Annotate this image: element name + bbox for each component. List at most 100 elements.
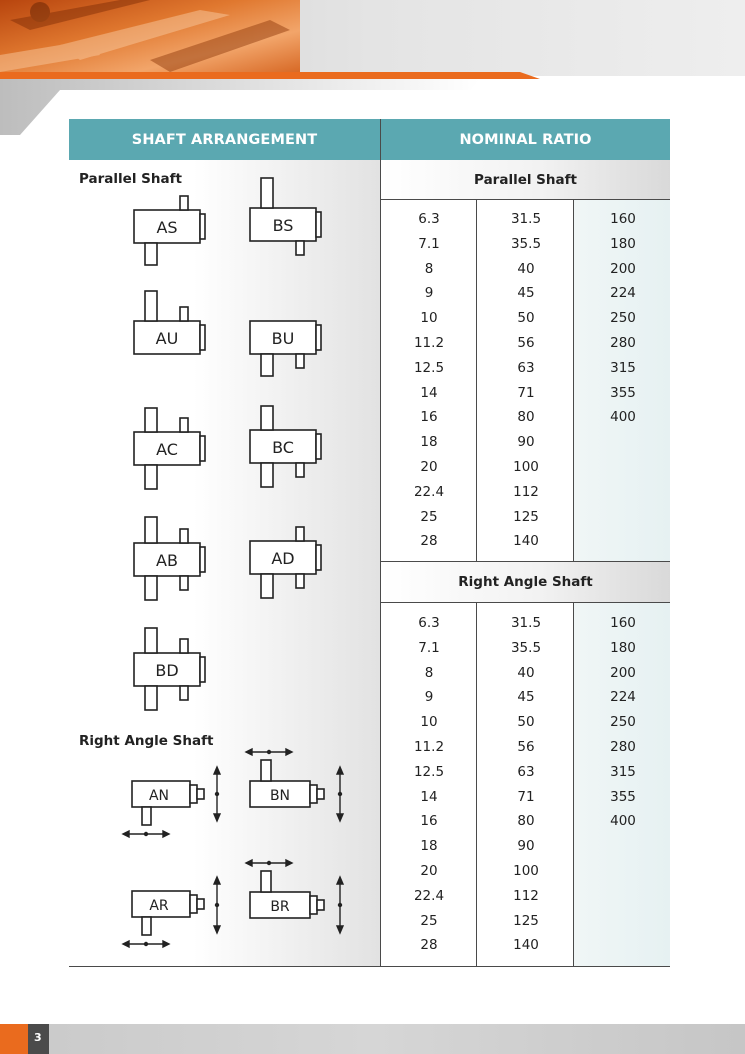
- ratio-cell: 8: [424, 664, 434, 681]
- diagram-br-label: BR: [270, 899, 290, 915]
- ratio-cell: 125: [513, 912, 539, 929]
- ratio-cell: 20: [420, 862, 438, 879]
- ratio-cell: 45: [517, 285, 535, 302]
- ratio-cell: 25: [420, 912, 438, 929]
- diagram-bc: BC: [249, 405, 322, 488]
- ratio-cell: 22.4: [413, 483, 445, 500]
- diagram-bc-label: BC: [272, 438, 294, 457]
- ratio-cell: 10: [420, 714, 438, 731]
- ratio-cell: 40: [517, 664, 535, 681]
- ratio-cell: 14: [420, 384, 438, 401]
- ratio-cell: 7.1: [418, 639, 440, 656]
- ratio-cell: 100: [513, 862, 539, 879]
- ratio-cell: 20: [420, 458, 438, 475]
- ratio-cell: 40: [517, 260, 535, 277]
- ratio-cell: 90: [517, 838, 535, 855]
- ratio-cell: 71: [517, 788, 535, 805]
- grid-line: [381, 199, 670, 200]
- ratio-cell: 63: [517, 359, 535, 376]
- diagram-bd: BD: [133, 627, 206, 711]
- ratio-cell: 28: [420, 533, 438, 550]
- ratio-cell: 9: [424, 285, 434, 302]
- diagram-as: AS: [133, 195, 206, 266]
- ratio-cell: 200: [610, 260, 636, 277]
- right-angle-shaft-label: Right Angle Shaft: [79, 733, 214, 749]
- diagram-bs: BS: [249, 177, 322, 256]
- right-angle-ratio-col-3: 160 180 200 224 250 280 315 355 400: [575, 611, 671, 834]
- diagram-ab-label: AB: [156, 551, 178, 570]
- ratio-cell: 50: [517, 310, 535, 327]
- diagram-an-label: AN: [149, 788, 169, 804]
- ratio-cell: 18: [420, 434, 438, 451]
- grid-line: [381, 561, 670, 562]
- diagram-bs-label: BS: [273, 216, 294, 235]
- right-angle-shaft-subheader: Right Angle Shaft: [381, 562, 670, 602]
- ratio-cell: 45: [517, 689, 535, 706]
- ratio-cell: 31.5: [510, 615, 542, 631]
- column-divider: [380, 119, 381, 967]
- shaft-diagrams: AS BS AU: [121, 177, 345, 949]
- diagram-ad: AD: [249, 526, 322, 599]
- ratio-cell: 140: [513, 937, 539, 954]
- page-number: 3: [34, 1031, 42, 1044]
- diagram-ar: AR: [131, 890, 205, 936]
- ratio-cell: 280: [610, 334, 636, 351]
- nominal-ratio-header: NOMINAL RATIO: [381, 119, 670, 160]
- grid-line: [573, 200, 574, 561]
- ratio-cell: 355: [610, 384, 636, 401]
- ratio-cell: 56: [517, 334, 535, 351]
- ratio-cell: 250: [610, 714, 636, 731]
- ratio-cell: 12.5: [413, 763, 445, 780]
- ratio-cell: 180: [610, 639, 636, 656]
- ratio-cell: 160: [610, 211, 636, 227]
- ratio-cell: 80: [517, 409, 535, 426]
- ratio-cell: 18: [420, 838, 438, 855]
- grid-line: [381, 602, 670, 603]
- ratio-cell: 140: [513, 533, 539, 550]
- ratio-cell: 224: [610, 689, 636, 706]
- ratio-cell: 6.3: [418, 211, 440, 227]
- ratio-cell: 200: [610, 664, 636, 681]
- diagram-bn: BN: [249, 759, 325, 808]
- ratio-cell: 400: [610, 813, 636, 830]
- grid-line: [476, 603, 477, 967]
- ratio-cell: 35.5: [510, 639, 542, 656]
- page-accent: [0, 1024, 28, 1054]
- ratio-cell: 56: [517, 738, 535, 755]
- ratio-cell: 80: [517, 813, 535, 830]
- diagram-au: AU: [133, 290, 206, 355]
- ratio-cell: 50: [517, 714, 535, 731]
- diagram-bn-label: BN: [270, 788, 290, 804]
- ratio-cell: 250: [610, 310, 636, 327]
- parallel-shaft-label: Parallel Shaft: [79, 171, 182, 187]
- ratio-cell: 71: [517, 384, 535, 401]
- diagram-ac-label: AC: [156, 440, 178, 459]
- diagram-ab: AB: [133, 516, 206, 601]
- ratio-cell: 9: [424, 689, 434, 706]
- ratio-cell: 112: [513, 887, 539, 904]
- ratio-cell: 180: [610, 235, 636, 252]
- ratio-cell: 112: [513, 483, 539, 500]
- diagram-bd-label: BD: [155, 661, 178, 680]
- table-bottom-line: [69, 966, 670, 967]
- ratio-cell: 16: [420, 409, 438, 426]
- ratio-cell: 355: [610, 788, 636, 805]
- diagram-ac: AC: [133, 407, 206, 490]
- ratio-cell: 11.2: [413, 738, 445, 755]
- ratio-cell: 8: [424, 260, 434, 277]
- ratio-cell: 160: [610, 615, 636, 631]
- ratio-cell: 16: [420, 813, 438, 830]
- ratio-cell: 315: [610, 359, 636, 376]
- ratio-cell: 400: [610, 409, 636, 426]
- parallel-shaft-subheader: Parallel Shaft: [381, 160, 670, 199]
- ratio-cell: 315: [610, 763, 636, 780]
- ratio-cell: 125: [513, 508, 539, 525]
- ratio-cell: 11.2: [413, 334, 445, 351]
- ratio-cell: 280: [610, 738, 636, 755]
